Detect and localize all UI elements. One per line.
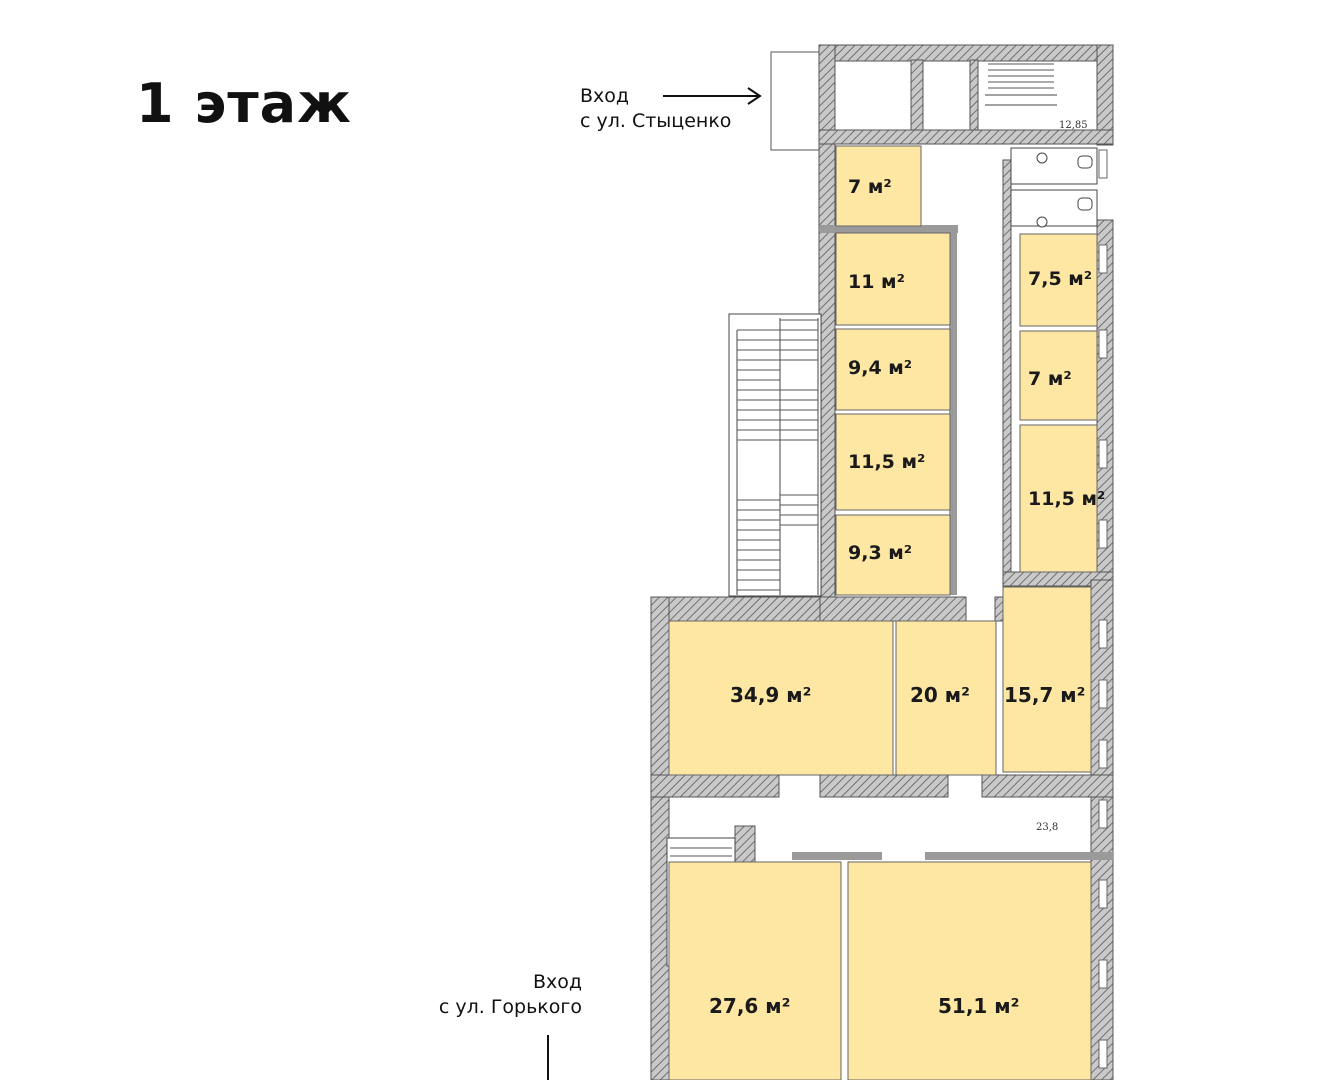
window bbox=[1098, 149, 1108, 179]
room-label-r7b: 7 м² bbox=[1028, 368, 1072, 390]
room-label-r511: 51,1 м² bbox=[938, 994, 1019, 1018]
room-labels: 7 м² 11 м² 9,4 м² 11,5 м² 9,3 м² 7,5 м² 7 м² 11… bbox=[709, 176, 1105, 1018]
north-staircase-steps bbox=[988, 63, 1054, 89]
window bbox=[1098, 244, 1108, 274]
window bbox=[1098, 959, 1108, 989]
windows bbox=[1098, 149, 1108, 1069]
room-r75 bbox=[1019, 233, 1098, 327]
window bbox=[1098, 1039, 1108, 1069]
window bbox=[1098, 879, 1108, 909]
room-label-r276: 27,6 м² bbox=[709, 994, 790, 1018]
room-label-r75: 7,5 м² bbox=[1028, 268, 1092, 290]
entrance-bottom-line2: с ул. Горького bbox=[438, 996, 582, 1018]
top-entrance-porch bbox=[770, 51, 820, 151]
window bbox=[1098, 739, 1108, 769]
room-label-r20: 20 м² bbox=[910, 683, 970, 707]
window bbox=[1098, 619, 1108, 649]
window bbox=[1098, 519, 1108, 549]
entrance-bottom-line1: Вход bbox=[532, 971, 582, 993]
rooms bbox=[668, 145, 1098, 1080]
west-staircase-steps bbox=[737, 319, 818, 591]
room-label-r115b: 11,5 м² bbox=[1028, 488, 1105, 510]
room-r94 bbox=[835, 328, 951, 411]
room-label-r11: 11 м² bbox=[848, 271, 905, 293]
north-staircase bbox=[985, 94, 1057, 106]
room-r157 bbox=[1002, 586, 1092, 773]
room-r7a bbox=[835, 145, 922, 227]
entrance-top-arrow bbox=[663, 87, 762, 105]
window bbox=[1098, 679, 1108, 709]
entrance-top-line2: с ул. Стыценко bbox=[580, 110, 732, 132]
room-r11 bbox=[835, 232, 951, 326]
window bbox=[1098, 799, 1108, 829]
west-staircase bbox=[728, 313, 822, 597]
room-label-r93: 9,3 м² bbox=[848, 542, 912, 564]
room-label-r7a: 7 м² bbox=[848, 176, 892, 198]
floor-title: 1 этаж bbox=[136, 72, 352, 135]
room-label-r115a: 11,5 м² bbox=[848, 451, 925, 473]
window bbox=[1098, 439, 1108, 469]
room-r276 bbox=[668, 861, 842, 1080]
entrance-top-label: Вход с ул. Стыценко bbox=[580, 84, 731, 134]
room-r93 bbox=[835, 514, 951, 596]
building-walls bbox=[650, 44, 1114, 1080]
room-label-r157: 15,7 м² bbox=[1004, 683, 1085, 707]
room-label-r349: 34,9 м² bbox=[730, 683, 811, 707]
dimension-top: 12,85 bbox=[1059, 120, 1088, 131]
entrance-top-line1: Вход bbox=[580, 85, 630, 107]
toilet-block bbox=[1010, 147, 1098, 228]
room-r511 bbox=[847, 861, 1092, 1080]
room-r115b bbox=[1019, 424, 1098, 573]
entrance-bottom-label: Вход с ул. Горького bbox=[412, 970, 582, 1020]
room-r349 bbox=[668, 620, 894, 776]
room-label-r94: 9,4 м² bbox=[848, 357, 912, 379]
dimension-middle: 23,8 bbox=[1036, 822, 1058, 833]
room-r115a bbox=[835, 413, 951, 511]
room-r7b bbox=[1019, 330, 1098, 421]
room-r20 bbox=[895, 620, 997, 776]
window bbox=[1098, 329, 1108, 359]
